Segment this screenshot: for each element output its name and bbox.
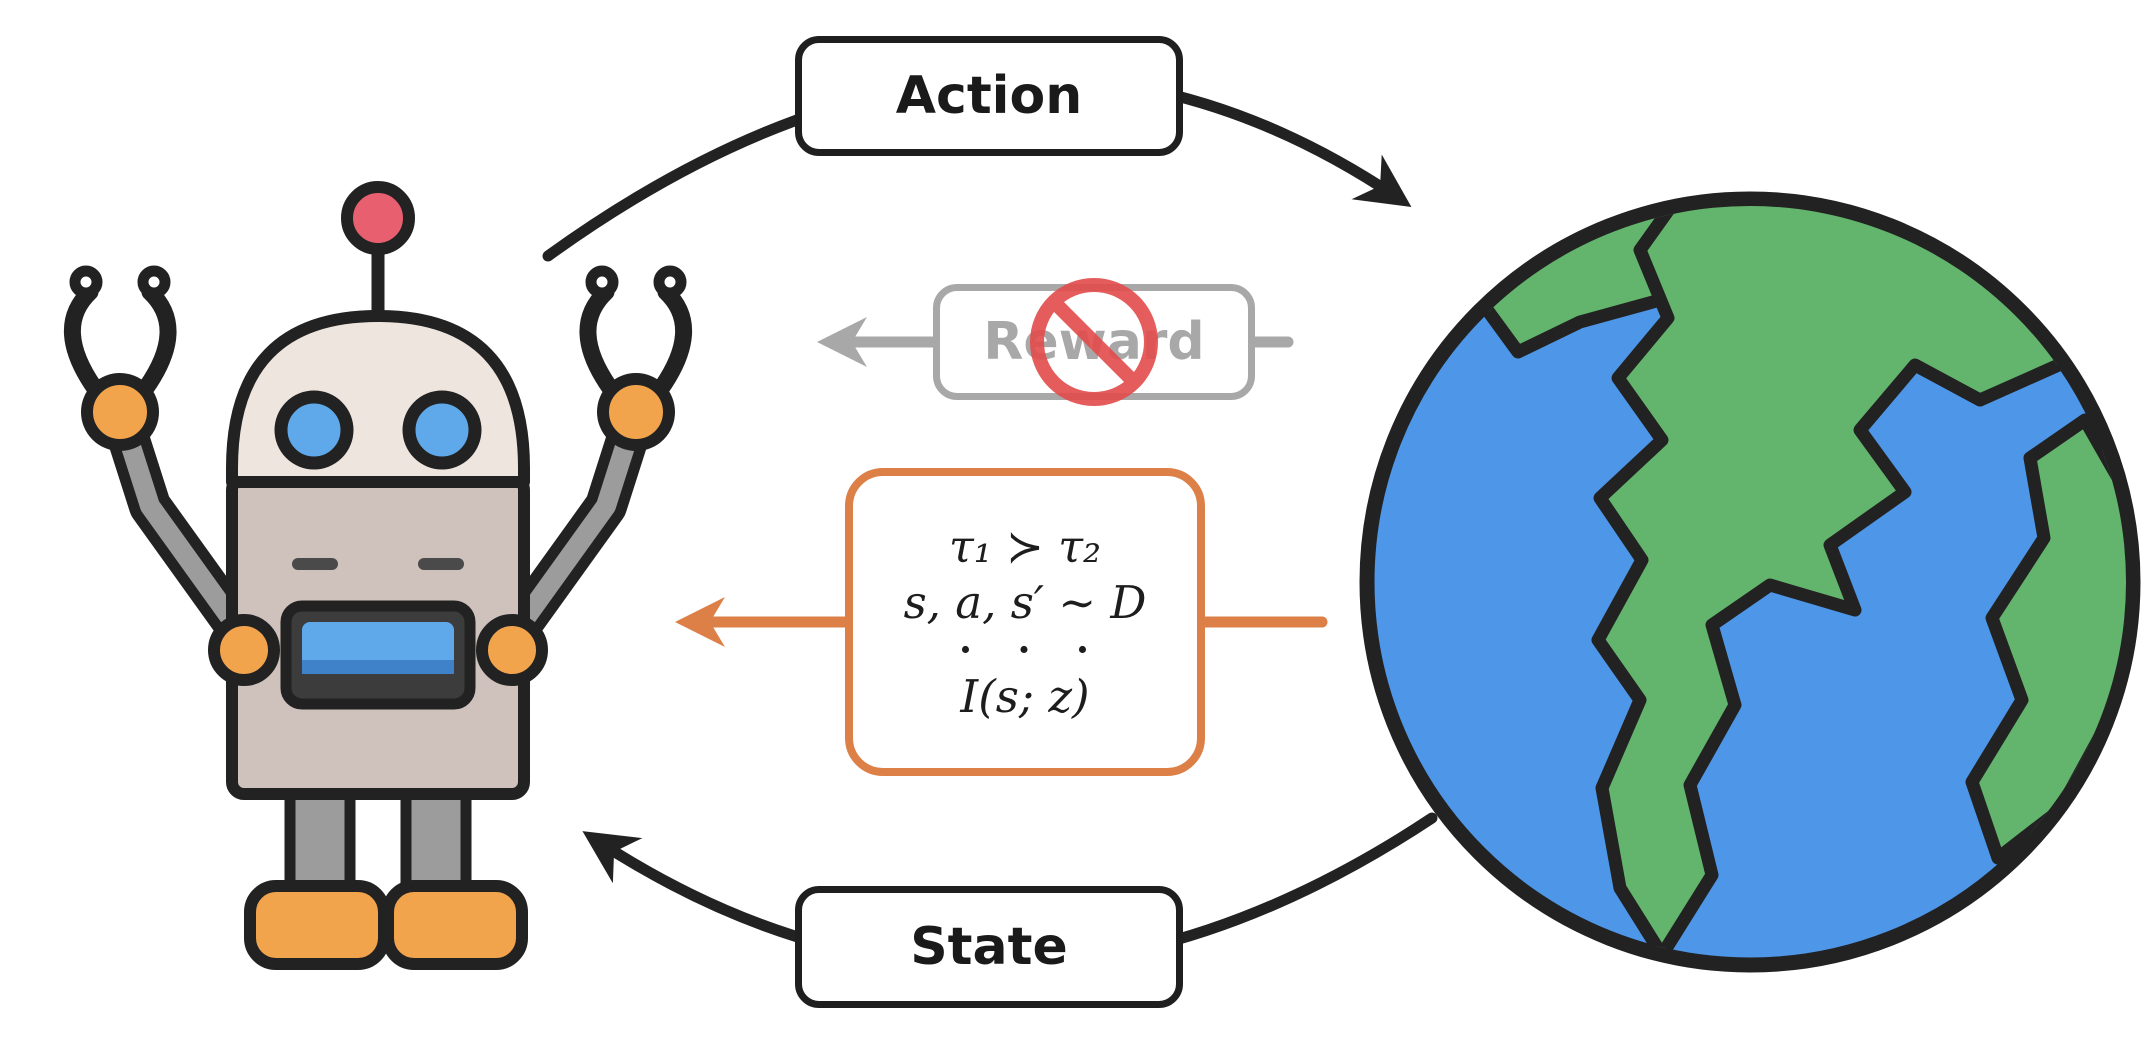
robot-antenna	[341, 181, 415, 329]
state-box: State	[795, 886, 1183, 1008]
preference-line: τ₁ ≻ τ₂	[948, 520, 1102, 574]
mutual-information-line: I(s; z)	[960, 669, 1090, 723]
robot-eyes	[274, 390, 482, 470]
transitions-line: s, a, s′ ∼ D	[903, 576, 1147, 630]
no-entry-icon	[1030, 278, 1158, 406]
robot-feet	[244, 880, 528, 970]
robot-left-arm	[63, 265, 273, 669]
robot-head	[226, 310, 530, 488]
globe-environment-icon	[1359, 191, 2141, 973]
feedback-box: τ₁ ≻ τ₂ s, a, s′ ∼ D · · · I(s; z)	[845, 468, 1205, 776]
ellipsis-line: · · ·	[958, 626, 1106, 672]
globe-land-main	[1591, 206, 2077, 958]
action-box: Action	[795, 36, 1183, 156]
robot-shoulder-joints	[208, 614, 548, 686]
state-label: State	[910, 917, 1068, 977]
action-label: Action	[895, 66, 1083, 126]
robot-right-arm	[483, 265, 693, 669]
robot-agent-icon	[63, 181, 693, 970]
robot-mouth	[280, 600, 476, 710]
globe-land-right	[1965, 413, 2126, 865]
